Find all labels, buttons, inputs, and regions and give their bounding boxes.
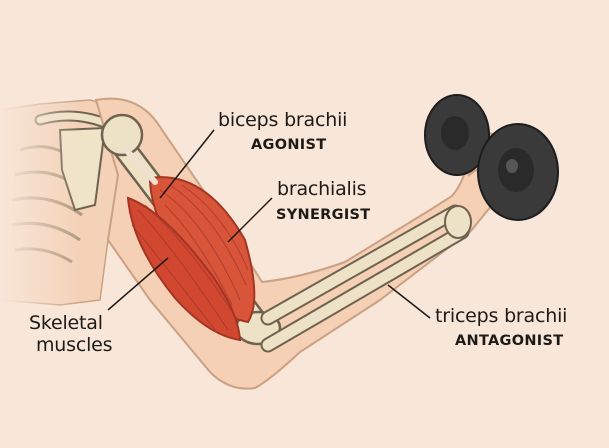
leader-line-skeletal [107, 257, 169, 311]
label-brachialis: brachialis [277, 178, 367, 200]
forearm-bones [260, 204, 472, 353]
torso [0, 95, 131, 325]
label-skeletal-line2: muscles [36, 334, 113, 356]
label-biceps-brachii: biceps brachii [218, 109, 348, 131]
label-triceps-brachii: triceps brachii [435, 305, 568, 327]
leader-lines [107, 129, 431, 319]
label-triceps-role: ANTAGONIST [455, 333, 564, 349]
label-biceps-role: AGONIST [251, 137, 327, 153]
dumbbell-icon [424, 94, 559, 221]
leader-line-brachialis [227, 197, 273, 243]
leader-line-triceps [387, 284, 431, 319]
leader-line-biceps [159, 129, 215, 199]
brachialis-muscle [126, 196, 242, 342]
label-skeletal-line1: Skeletal [29, 312, 103, 334]
label-brachialis-role: SYNERGIST [276, 207, 371, 223]
